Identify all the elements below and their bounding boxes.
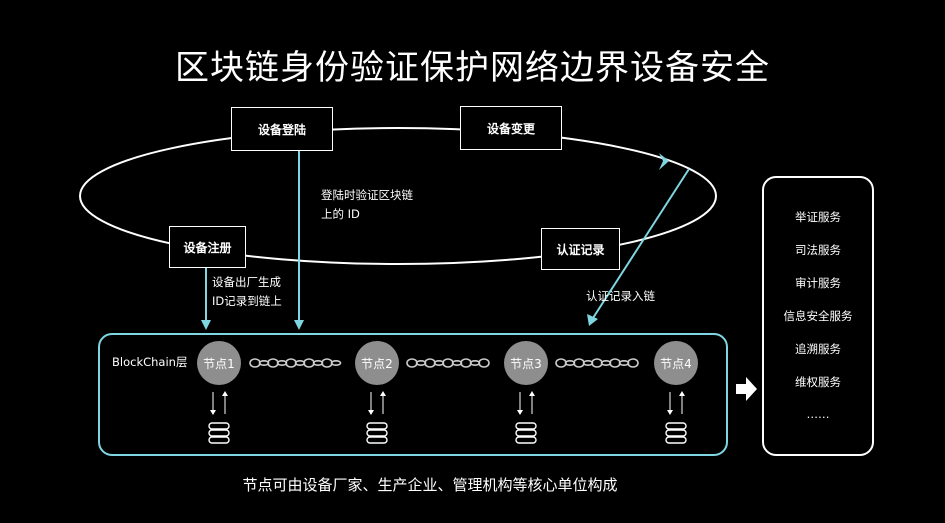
database-icon xyxy=(665,422,687,444)
database-icon xyxy=(208,422,230,444)
register-arrow xyxy=(201,266,211,330)
node-3: 节点3 xyxy=(504,341,548,385)
node-io-4 xyxy=(665,391,687,444)
blockchain-layer-label: BlockChain层 xyxy=(112,355,188,369)
service-evidence: 举证服务 xyxy=(795,210,841,224)
database-icon xyxy=(366,422,388,444)
node-io-3 xyxy=(515,391,537,444)
login-verify-line1: 登陆时验证区块链 xyxy=(321,188,413,202)
diagram-title: 区块链身份验证保护网络边界设备安全 xyxy=(175,48,770,88)
chevron-icon xyxy=(659,153,669,170)
factory-note: 设备出厂生成 ID记录到链上 xyxy=(212,273,282,311)
login-arrow xyxy=(294,150,304,330)
chain-link-icon xyxy=(555,358,639,368)
factory-line2: ID记录到链上 xyxy=(212,294,282,308)
chain-link-icon xyxy=(406,358,490,368)
login-verify-line2: 上的 ID xyxy=(321,207,360,221)
service-more: …… xyxy=(806,407,830,421)
step-change-box: 设备变更 xyxy=(460,106,562,150)
step-login-box: 设备登陆 xyxy=(231,107,333,151)
node-io-1 xyxy=(208,391,230,444)
step-register-box: 设备注册 xyxy=(169,226,246,268)
service-judicial: 司法服务 xyxy=(795,243,841,257)
node-1: 节点1 xyxy=(197,341,241,385)
service-trace: 追溯服务 xyxy=(795,342,841,356)
services-panel xyxy=(762,176,874,456)
arrow-right-icon xyxy=(736,377,757,401)
lifecycle-ellipse xyxy=(79,127,717,265)
service-rights: 维权服务 xyxy=(795,375,841,389)
record-arrow xyxy=(587,168,690,326)
step-record-box: 认证记录 xyxy=(541,228,620,270)
node-io-group xyxy=(208,391,687,444)
blockchain-panel xyxy=(98,333,728,456)
database-icon xyxy=(515,422,537,444)
service-infosec: 信息安全服务 xyxy=(783,309,853,323)
diagram-caption: 节点可由设备厂家、生产企业、管理机构等核心单位构成 xyxy=(242,476,618,494)
record-onchain-note: 认证记录入链 xyxy=(586,289,655,303)
factory-line1: 设备出厂生成 xyxy=(212,275,281,289)
node-io-2 xyxy=(366,391,388,444)
login-verify-note: 登陆时验证区块链 上的 ID xyxy=(321,186,413,224)
service-audit: 审计服务 xyxy=(795,276,841,290)
chain-link-icon xyxy=(249,358,342,368)
chain-links xyxy=(249,358,639,368)
node-2: 节点2 xyxy=(355,341,399,385)
node-4: 节点4 xyxy=(654,341,698,385)
